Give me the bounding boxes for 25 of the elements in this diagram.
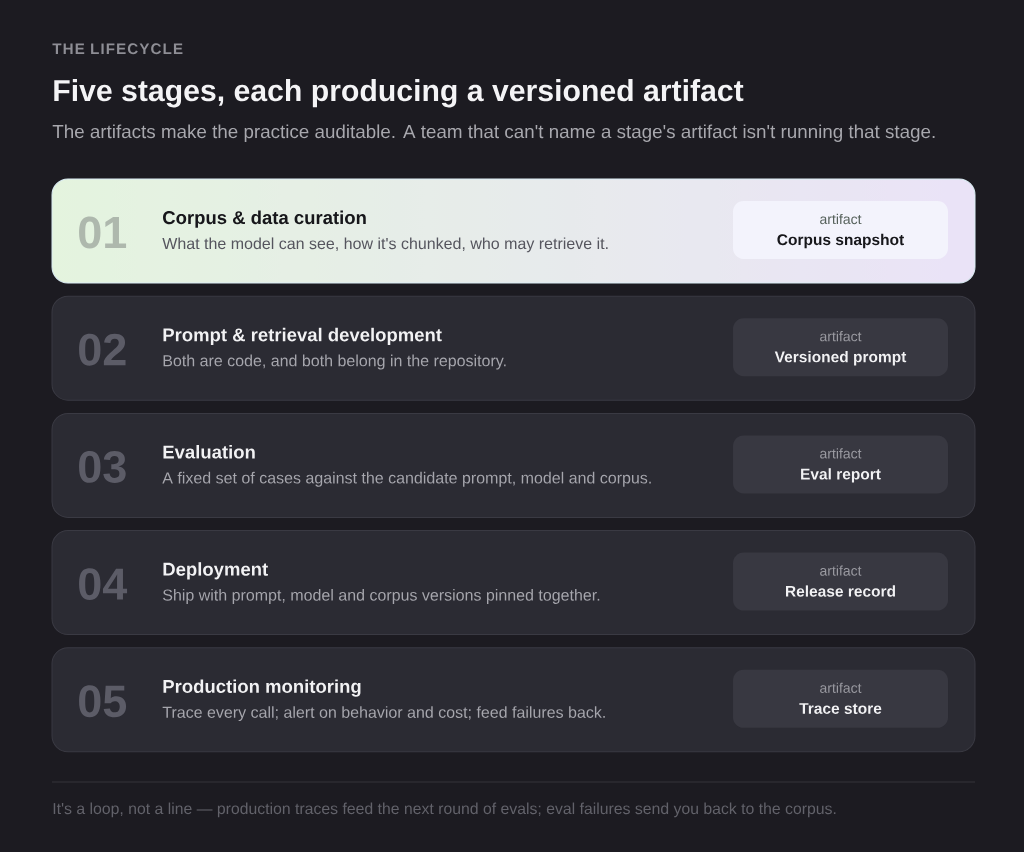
section-label: THE LIFECYCLE xyxy=(52,43,183,55)
stage-heading: Evaluation xyxy=(163,445,255,459)
stage-description: Ship with prompt, model and corpus versions pinned together. xyxy=(163,589,600,604)
stage-description: Both are code, and both belong in the repository. xyxy=(163,354,506,370)
artifact-name: Corpus snapshot xyxy=(777,233,904,249)
stage-heading: Deployment xyxy=(163,562,268,580)
artifact-name: Release record xyxy=(786,585,895,597)
stage-number: 01 xyxy=(79,216,127,249)
artifact-label: artifact xyxy=(820,331,862,342)
stage-heading: Production monitoring xyxy=(163,679,361,697)
artifact-name: Eval report xyxy=(801,468,881,483)
artifact-label: artifact xyxy=(820,213,862,225)
stage-heading: Corpus & data curation xyxy=(163,210,366,228)
stage-description: What the model can see, how it's chunked, who may retrieve it. xyxy=(162,237,608,253)
title: Five stages, each producing a versioned artifact xyxy=(54,79,744,108)
footnote: It's a loop, not a line — production traces feed the next round of evals; eval failures send you back to the corpus. xyxy=(53,802,836,818)
artifact-name: Versioned prompt xyxy=(774,350,907,366)
artifact-label: artifact xyxy=(820,565,862,576)
artifact-label: artifact xyxy=(820,682,862,693)
artifact-name: Trace store xyxy=(799,703,882,714)
stage-heading: Prompt & retrieval development xyxy=(163,327,442,346)
subtitle: The artifacts make the practice auditable. A team that can't name a stage's artifact isn't running that stage. xyxy=(52,124,935,142)
stage-description: A fixed set of cases against the candidate prompt, model and corpus. xyxy=(162,471,651,487)
artifact-label: artifact xyxy=(820,448,862,459)
stage-description: Trace every call; alert on behavior and cost; feed failures back. xyxy=(162,706,605,722)
